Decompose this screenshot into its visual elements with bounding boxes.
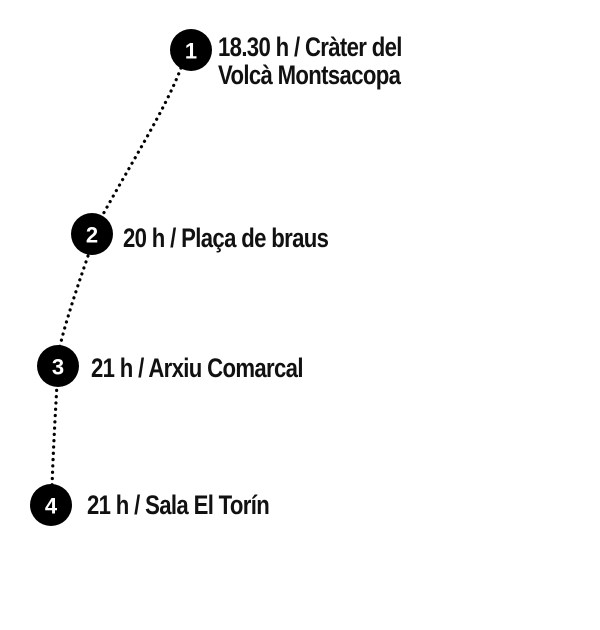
stop-number-3: 3 <box>52 355 64 380</box>
stop-label-3-line-1: 21 h / Arxiu Comarcal <box>91 353 303 383</box>
stop-marker-4: 4 <box>30 484 72 526</box>
stop-label-2-line-1: 20 h / Plaça de braus <box>123 223 329 253</box>
stop-number-2: 2 <box>86 223 98 248</box>
stop-number-4: 4 <box>45 494 58 519</box>
stop-label-3: 21 h / Arxiu Comarcal <box>91 354 303 382</box>
stop-label-4-line-1: 21 h / Sala El Torín <box>87 490 270 520</box>
stop-label-4: 21 h / Sala El Torín <box>87 490 270 520</box>
stop-marker-3: 3 <box>37 345 79 387</box>
stop-label-1: 18.30 h / Cràter del Volcà Montsacopa <box>218 33 402 89</box>
stop-number-1: 1 <box>185 39 197 64</box>
stop-label-2: 20 h / Plaça de braus <box>123 223 329 253</box>
route-path-2-3 <box>57 254 90 352</box>
stop-marker-1: 1 <box>170 29 212 71</box>
route-path-1-2 <box>99 66 183 220</box>
route-path-3-4 <box>50 382 59 490</box>
stop-label-1-line-1: 18.30 h / Cràter del <box>218 32 402 62</box>
stop-marker-2: 2 <box>71 213 113 255</box>
stop-label-1-line-2: Volcà Montsacopa <box>218 60 401 90</box>
